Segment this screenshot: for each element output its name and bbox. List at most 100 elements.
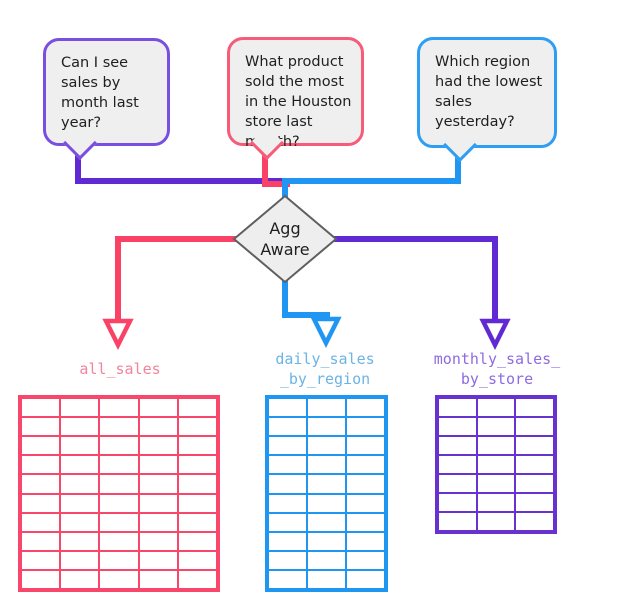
table-cell — [438, 436, 477, 455]
table-cell — [307, 417, 346, 437]
table-cell — [515, 493, 554, 512]
table-cell — [307, 493, 346, 513]
table-cell — [438, 493, 477, 512]
arrowhead-all-sales-icon — [102, 318, 134, 351]
table-daily-sales-by-region — [265, 395, 388, 592]
table-cell — [307, 455, 346, 475]
table-cell — [268, 474, 307, 494]
decision-label: Agg Aware — [234, 196, 336, 282]
table-cell — [346, 474, 385, 494]
table-cell — [138, 531, 178, 551]
table-cell — [346, 550, 385, 570]
connector-to-monthly-sales — [334, 236, 498, 321]
table-cell — [138, 455, 178, 475]
table-cell — [138, 436, 178, 456]
table-cell — [268, 531, 307, 551]
table-label-line: all_sales — [79, 360, 161, 378]
arrowhead-monthly-sales-icon — [479, 318, 511, 351]
table-cell — [21, 474, 61, 494]
table-cell — [438, 455, 477, 474]
table-cell — [138, 398, 178, 418]
table-cell — [99, 474, 139, 494]
table-cell — [268, 455, 307, 475]
table-cell — [177, 398, 217, 418]
table-cell — [476, 436, 516, 455]
table-label-line: by_store — [460, 370, 534, 388]
connector-question3-blue — [282, 150, 461, 199]
table-cell — [438, 474, 477, 493]
table-cell — [177, 417, 217, 437]
table-cell — [21, 455, 61, 475]
table-cell — [268, 398, 307, 418]
table-cell — [177, 512, 217, 532]
table-cell — [515, 455, 554, 474]
table-cell — [515, 436, 554, 455]
table-cell — [268, 436, 307, 456]
table-cell — [268, 569, 307, 589]
connector-question2-pink — [262, 150, 290, 187]
question-text: What product sold the most in the Housto… — [245, 54, 352, 150]
table-cell — [476, 493, 516, 512]
table-cell — [138, 550, 178, 570]
table-cell — [346, 531, 385, 551]
table-cell — [177, 550, 217, 570]
table-cell — [99, 550, 139, 570]
table-cell — [60, 569, 100, 589]
table-cell — [99, 398, 139, 418]
table-cell — [515, 398, 554, 417]
table-cell — [177, 531, 217, 551]
question-bubble-houston-product: What product sold the most in the Housto… — [227, 37, 364, 160]
table-cell — [177, 474, 217, 494]
table-cell — [307, 512, 346, 532]
table-cell — [346, 398, 385, 418]
table-cell — [21, 531, 61, 551]
table-cell — [60, 398, 100, 418]
table-cell — [138, 474, 178, 494]
table-cell — [307, 436, 346, 456]
table-cell — [476, 474, 516, 493]
question-bubble-sales-by-month: Can I see sales by month last year? — [43, 38, 170, 160]
table-all-sales — [18, 395, 220, 592]
table-cell — [346, 455, 385, 475]
table-label-all-sales: all_sales — [40, 348, 200, 390]
arrowhead-daily-sales-icon — [310, 316, 342, 349]
table-cell — [268, 417, 307, 437]
table-cell — [99, 417, 139, 437]
table-cell — [346, 493, 385, 513]
table-cell — [60, 455, 100, 475]
decision-diamond — [232, 194, 338, 284]
table-cell — [346, 417, 385, 437]
question-text: Which region had the lowest sales yester… — [435, 54, 543, 130]
table-cell — [138, 417, 178, 437]
table-cell — [60, 531, 100, 551]
table-cell — [138, 569, 178, 589]
table-label-line: _by_region — [279, 370, 371, 388]
table-cell — [60, 512, 100, 532]
table-cell — [307, 398, 346, 418]
table-label-line: daily_sales — [275, 350, 375, 368]
decision-label-line2: Aware — [260, 240, 310, 259]
table-cell — [21, 417, 61, 437]
table-cell — [438, 417, 477, 436]
table-cell — [177, 455, 217, 475]
table-cell — [346, 512, 385, 532]
table-cell — [476, 512, 516, 531]
decision-label-line1: Agg — [269, 219, 301, 238]
table-cell — [307, 531, 346, 551]
table-cell — [268, 493, 307, 513]
connector-to-all-sales — [115, 236, 236, 321]
table-cell — [268, 512, 307, 532]
table-cell — [60, 417, 100, 437]
table-cell — [177, 493, 217, 513]
table-cell — [60, 474, 100, 494]
table-cell — [438, 512, 477, 531]
table-cell — [268, 550, 307, 570]
table-cell — [346, 569, 385, 589]
table-cell — [138, 512, 178, 532]
table-cell — [438, 398, 477, 417]
table-cell — [476, 455, 516, 474]
table-monthly-sales-by-store — [435, 395, 557, 534]
table-cell — [99, 531, 139, 551]
